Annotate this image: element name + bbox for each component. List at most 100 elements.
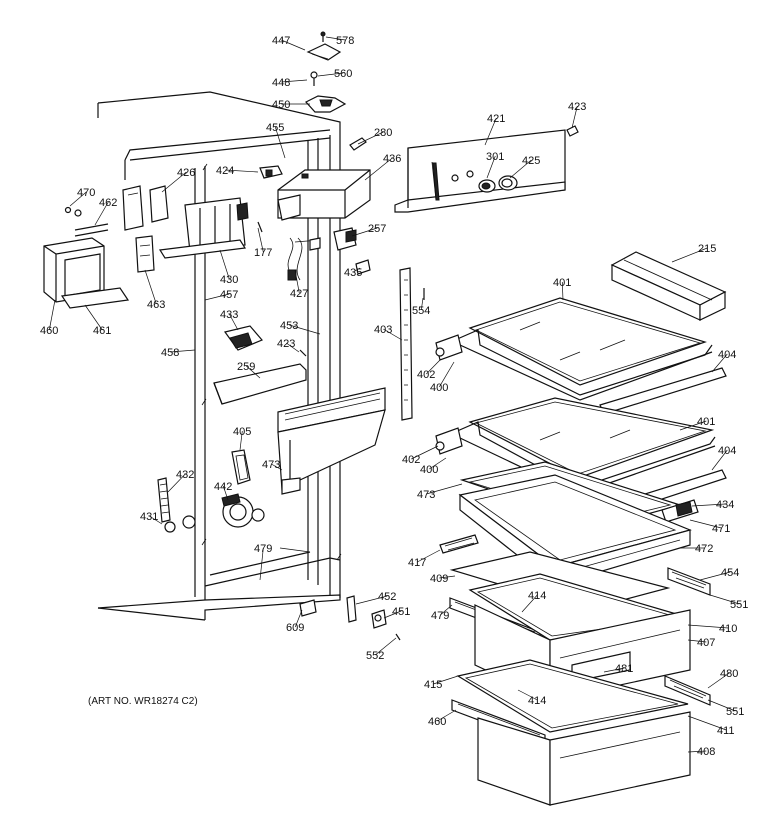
leader-line xyxy=(417,549,441,563)
part-callout-411: 411 xyxy=(717,725,735,737)
part-callout-436: 436 xyxy=(383,153,401,165)
leader-line xyxy=(687,715,727,731)
leader-line xyxy=(222,485,229,501)
part-callout-400: 400 xyxy=(430,382,448,394)
small-hardware xyxy=(299,595,401,641)
leader-line xyxy=(149,515,163,525)
leader-line xyxy=(281,79,308,83)
leader-line xyxy=(274,126,286,159)
leader-line xyxy=(364,157,393,181)
leader-line xyxy=(509,159,532,179)
part-callout-423: 423 xyxy=(277,338,295,350)
part-callout-431: 431 xyxy=(140,511,158,523)
leader-line xyxy=(687,750,707,753)
leader-line xyxy=(521,594,538,613)
leader-line xyxy=(228,313,239,331)
leader-line xyxy=(48,299,56,331)
part-callout-454: 454 xyxy=(721,567,739,579)
part-callout-560: 560 xyxy=(334,68,352,80)
leader-line xyxy=(671,247,708,263)
part-callout-551: 551 xyxy=(726,706,744,718)
leader-line xyxy=(225,169,259,173)
part-callout-551: 551 xyxy=(730,599,748,611)
part-callout-433: 433 xyxy=(220,309,238,321)
shelf-ladder-rail xyxy=(399,267,425,421)
part-callout-427: 427 xyxy=(290,288,308,300)
leader-line xyxy=(383,328,403,341)
part-callout-552: 552 xyxy=(366,650,384,662)
part-callout-447: 447 xyxy=(272,35,290,47)
leader-line xyxy=(517,689,538,701)
part-callout-473: 473 xyxy=(262,459,280,471)
part-callout-408: 408 xyxy=(697,746,715,758)
leader-line xyxy=(439,575,456,579)
leader-line xyxy=(486,155,496,179)
part-callout-409: 409 xyxy=(430,573,448,585)
part-callout-578: 578 xyxy=(336,35,354,47)
leader-line xyxy=(219,249,230,280)
leader-line xyxy=(603,667,625,673)
part-callout-609: 609 xyxy=(286,622,304,634)
leader-line xyxy=(426,359,441,375)
leader-line xyxy=(289,324,321,335)
part-callout-405: 405 xyxy=(233,426,251,438)
part-callout-461: 461 xyxy=(93,325,111,337)
leader-line xyxy=(259,547,264,581)
leader-line xyxy=(561,281,564,301)
part-callout-414: 414 xyxy=(528,590,546,602)
leader-line xyxy=(281,39,306,51)
upper-glass-shelf xyxy=(435,297,727,415)
part-callout-480: 480 xyxy=(720,668,738,680)
leader-line xyxy=(353,267,361,273)
part-callout-404: 404 xyxy=(718,445,736,457)
part-callout-435: 435 xyxy=(344,267,362,279)
part-callout-481: 481 xyxy=(615,663,633,675)
part-callout-470: 470 xyxy=(77,187,95,199)
part-callout-404: 404 xyxy=(718,349,736,361)
leader-line xyxy=(411,445,439,460)
part-callout-450: 450 xyxy=(272,99,290,111)
part-callout-455: 455 xyxy=(266,122,284,134)
leader-line xyxy=(375,637,397,656)
part-callout-301: 301 xyxy=(486,151,504,163)
part-callout-402: 402 xyxy=(417,369,435,381)
leader-line xyxy=(438,361,455,388)
leader-line xyxy=(707,672,730,689)
leader-line xyxy=(257,227,264,253)
part-callout-434: 434 xyxy=(716,499,734,511)
part-callout-426: 426 xyxy=(177,167,195,179)
rear-wall-parts xyxy=(43,165,283,309)
part-callout-425: 425 xyxy=(522,155,540,167)
part-callout-442: 442 xyxy=(214,481,232,493)
leader-line xyxy=(437,709,457,722)
leader-line xyxy=(286,342,300,353)
part-callout-177: 177 xyxy=(254,247,272,259)
leader-line xyxy=(426,483,463,495)
leader-line xyxy=(711,449,728,471)
part-callout-423: 423 xyxy=(568,101,586,113)
leader-line xyxy=(144,269,157,305)
leader-line xyxy=(711,353,728,373)
part-callout-452: 452 xyxy=(378,591,396,603)
part-callout-415: 415 xyxy=(424,679,442,691)
leader-line xyxy=(161,171,187,193)
part-callout-458: 458 xyxy=(161,347,179,359)
part-callout-403: 403 xyxy=(374,324,392,336)
part-callout-430: 430 xyxy=(220,274,238,286)
leader-line xyxy=(689,519,722,529)
part-callout-417: 417 xyxy=(408,557,426,569)
leader-line xyxy=(707,699,736,712)
leader-line xyxy=(294,609,303,628)
leader-line xyxy=(429,457,447,470)
leader-line xyxy=(84,304,103,331)
wiring-harness xyxy=(287,227,371,281)
leader-line xyxy=(433,675,459,685)
part-callout-407: 407 xyxy=(697,637,715,649)
leader-line xyxy=(317,72,344,77)
leader-line xyxy=(383,610,402,619)
air-duct-assembly xyxy=(277,387,386,495)
part-callout-401: 401 xyxy=(697,416,715,428)
leader-line xyxy=(355,595,388,605)
